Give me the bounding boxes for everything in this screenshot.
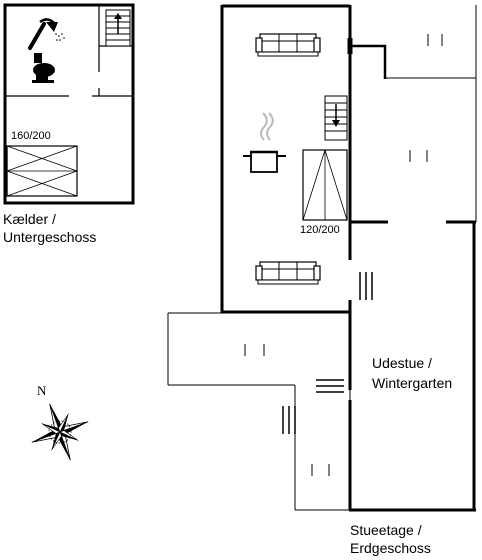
window-icon [311, 464, 330, 476]
basement-bed-size-label: 160/200 [11, 130, 51, 142]
window-icon [244, 344, 265, 356]
ground-floor-label-line1: Stueetage / [350, 522, 422, 538]
wintergarden-label-line1: Udestue / [372, 355, 432, 371]
sofa-icon [255, 33, 321, 57]
stairs-icon [282, 406, 296, 434]
stairs-icon [359, 272, 373, 300]
ground-floor-label-line2: Erdgeschoss [350, 540, 431, 556]
toilet-icon [32, 53, 55, 83]
basement-floor-label: Kælder / Untergeschoss [3, 210, 96, 246]
ground-floor-bed-size-label: 120/200 [300, 224, 340, 236]
wintergarden-label-line2: Wintergarten [372, 375, 453, 391]
wintergarden-room-label: Udestue / Wintergarten [372, 353, 452, 393]
compass-north-letter: N [37, 383, 47, 398]
shower-icon [28, 18, 65, 50]
compass-rose-icon [31, 403, 89, 461]
stairs-icon [105, 9, 131, 47]
sofa-icon [255, 261, 321, 285]
basement-plan [3, 3, 135, 205]
bed-icon [302, 149, 348, 221]
cooking-pot-icon [243, 112, 286, 173]
ground-floor-label: Stueetage / Erdgeschoss [350, 521, 431, 557]
basement-label-line2: Untergeschoss [3, 229, 97, 245]
window-icon [409, 150, 428, 162]
basement-outer-wall [3, 3, 135, 205]
stairs-icon [316, 379, 344, 393]
stairs-icon [324, 95, 348, 141]
bed-icon [6, 145, 78, 197]
ground-floor-plan [31, 4, 477, 512]
window-icon [427, 34, 443, 46]
basement-label-line1: Kælder / [3, 211, 56, 227]
